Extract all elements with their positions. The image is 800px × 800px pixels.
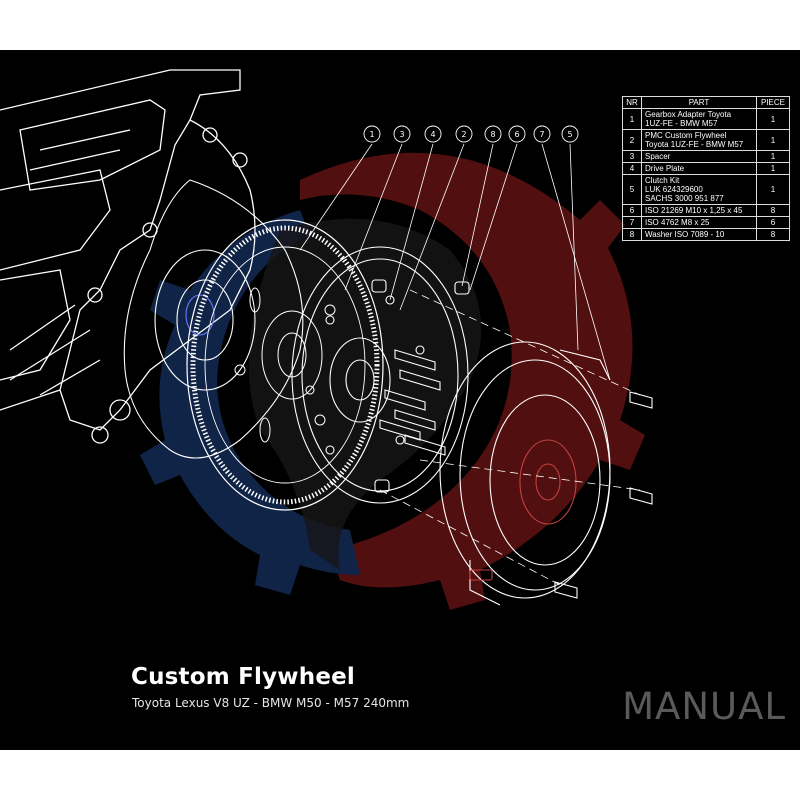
row-piece: 8 (756, 228, 790, 241)
callout-label: 8 (490, 130, 495, 139)
flywheel (186, 219, 384, 511)
callout-label: 4 (430, 130, 435, 139)
header-nr: NR (622, 96, 642, 109)
manual-watermark: MANUAL (622, 685, 786, 728)
callout-6 (508, 125, 526, 143)
row-piece: 1 (756, 162, 790, 175)
callout-4 (424, 125, 442, 143)
row-piece: 8 (756, 204, 790, 217)
row-part: PMC Custom Flywheel Toyota 1UZ-FE - BMW … (641, 129, 757, 151)
callout-3 (393, 125, 411, 143)
parts-list-header: NR PART PIECE (622, 96, 790, 109)
callout-label: 3 (399, 130, 404, 139)
callout-5 (561, 125, 579, 143)
callout-label: 6 (514, 130, 519, 139)
row-piece: 1 (756, 150, 790, 163)
row-piece: 1 (756, 129, 790, 151)
drawing-panel: 1 3 4 2 8 6 7 5 NR PART PIECE 1 Gearbox … (0, 50, 800, 750)
parts-list-row: 8 Washer ISO 7089 - 10 8 (622, 228, 790, 241)
row-nr: 1 (622, 108, 642, 130)
row-nr: 2 (622, 129, 642, 151)
parts-list-row: 5 Clutch Kit LUK 624329600 SACHS 3000 95… (622, 174, 790, 205)
callout-2 (455, 125, 473, 143)
callout-label: 7 (539, 130, 544, 139)
assembly-axes (379, 289, 641, 586)
callout-label: 1 (369, 130, 374, 139)
row-piece: 6 (756, 216, 790, 229)
callout-1 (363, 125, 381, 143)
callout-label: 2 (461, 130, 466, 139)
parts-list-row: 3 Spacer 1 (622, 150, 790, 163)
row-part: ISO 21269 M10 x 1,25 x 45 (641, 204, 757, 217)
row-nr: 3 (622, 150, 642, 163)
parts-list-row: 7 ISO 4762 M8 x 25 6 (622, 216, 790, 229)
header-part: PART (641, 96, 757, 109)
row-nr: 8 (622, 228, 642, 241)
callout-labels: 1 3 4 2 8 6 7 5 (369, 130, 572, 139)
callout-8 (484, 125, 502, 143)
parts-list-row: 2 PMC Custom Flywheel Toyota 1UZ-FE - BM… (622, 129, 790, 151)
row-nr: 4 (622, 162, 642, 175)
row-part: Drive Plate (641, 162, 757, 175)
parts-list-row: 1 Gearbox Adapter Toyota 1UZ-FE - BMW M5… (622, 108, 790, 130)
callout-7 (533, 125, 551, 143)
parts-list-row: 6 ISO 21269 M10 x 1,25 x 45 8 (622, 204, 790, 217)
callout-balloons (363, 125, 579, 143)
row-nr: 6 (622, 204, 642, 217)
row-piece: 1 (756, 108, 790, 130)
flywheel-bolts (379, 349, 446, 456)
logo-red-gear (300, 152, 645, 610)
logo-dark-helmet (248, 218, 482, 570)
product-subtitle: Toyota Lexus V8 UZ - BMW M50 - M57 240mm (132, 696, 410, 710)
row-part: Gearbox Adapter Toyota 1UZ-FE - BMW M57 (641, 108, 757, 130)
product-title: Custom Flywheel (131, 664, 356, 690)
row-nr: 5 (622, 174, 642, 205)
header-piece: PIECE (756, 96, 790, 109)
row-piece: 1 (756, 174, 790, 205)
row-part: Clutch Kit LUK 624329600 SACHS 3000 951 … (641, 174, 757, 205)
row-part: Washer ISO 7089 - 10 (641, 228, 757, 241)
engine-block (0, 69, 256, 444)
parts-list-row: 4 Drive Plate 1 (622, 162, 790, 175)
callout-leaders (299, 143, 611, 381)
exploded-view-drawing: 1 3 4 2 8 6 7 5 (0, 69, 653, 610)
brand-logo-watermark (140, 152, 645, 610)
pressure-plate-bolts (554, 391, 653, 599)
callout-label: 5 (567, 130, 572, 139)
row-part: Spacer (641, 150, 757, 163)
parts-list-table: NR PART PIECE 1 Gearbox Adapter Toyota 1… (622, 96, 790, 241)
clutch-kit (439, 341, 611, 606)
row-part: ISO 4762 M8 x 25 (641, 216, 757, 229)
row-nr: 7 (622, 216, 642, 229)
